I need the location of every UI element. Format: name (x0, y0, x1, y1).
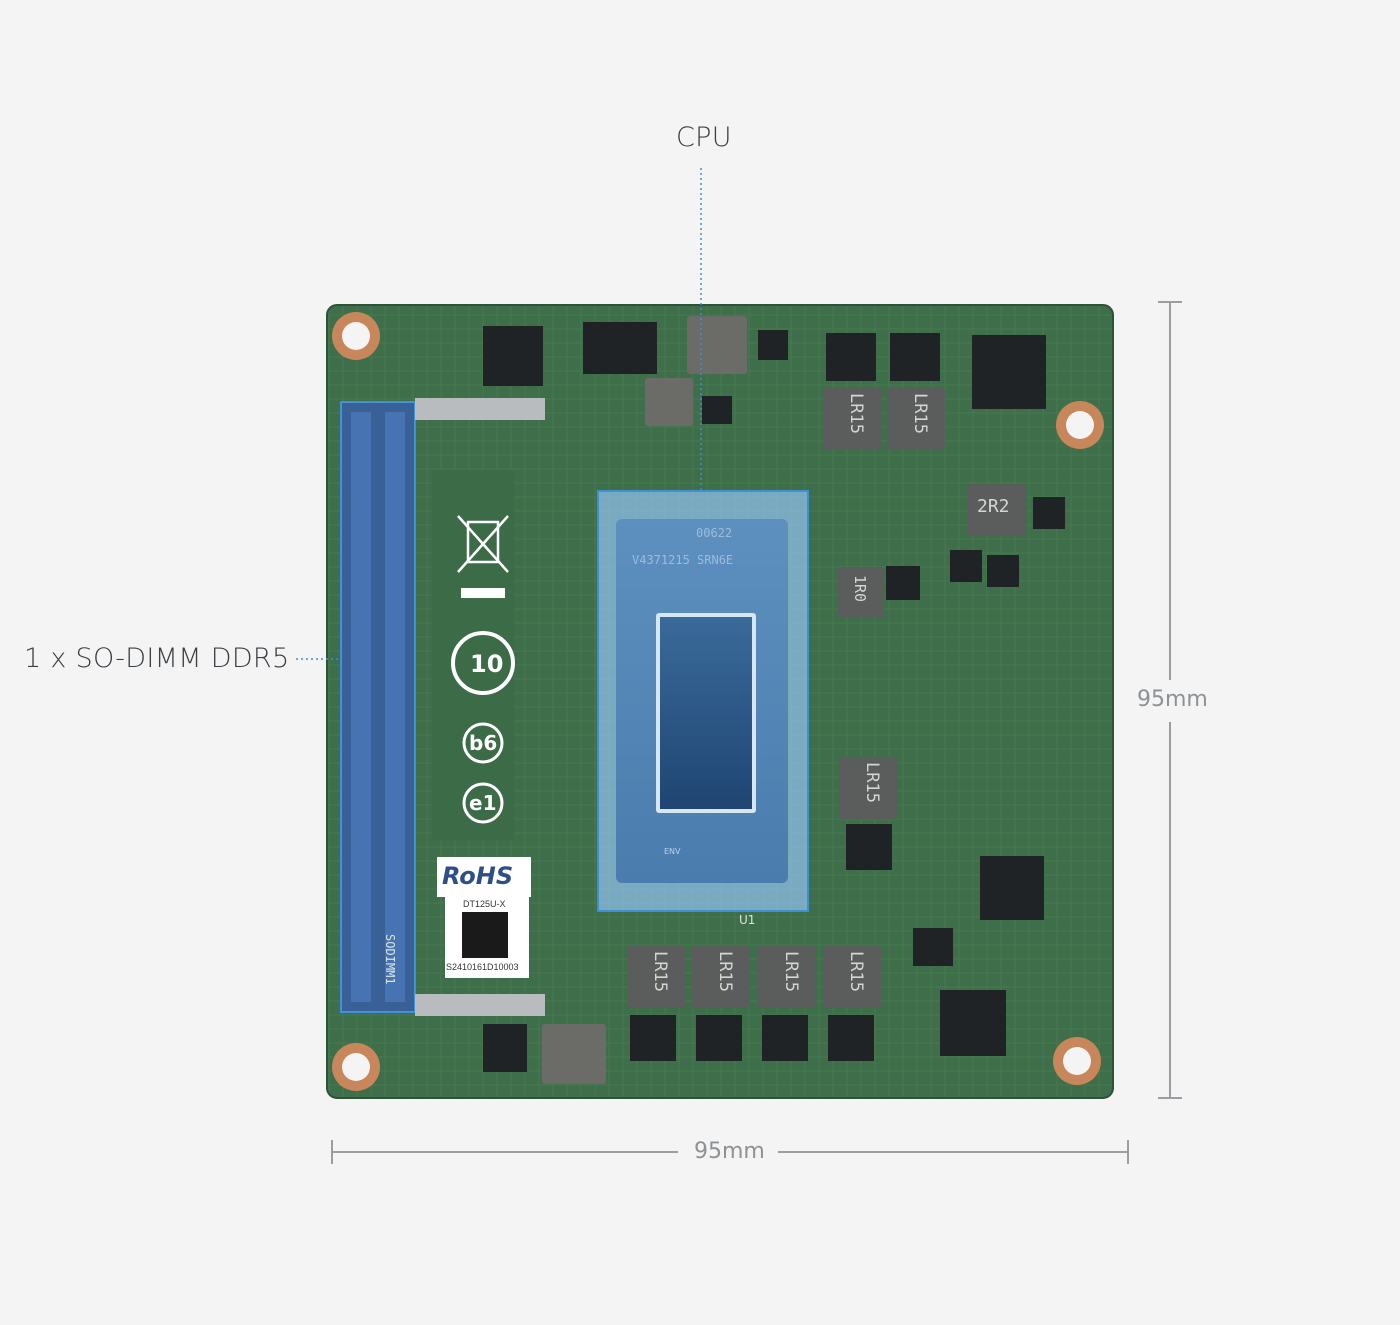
inductor-label-5: LR15 (715, 951, 735, 992)
inductor-label-4: LR15 (650, 951, 670, 992)
cert-b6-text: b6 (469, 731, 498, 755)
inductor-label-2r2: 2R2 (977, 496, 1010, 517)
inductor-label-6: LR15 (781, 951, 801, 992)
chips (483, 322, 1065, 1072)
cpu-ref-marking: U1 (739, 913, 756, 927)
inductor-label-7: LR15 (846, 951, 866, 992)
small-inductor-2 (645, 378, 693, 426)
height-dimension (1158, 301, 1182, 1099)
height-dimension-label: 95mm (1137, 687, 1208, 712)
inductor-group-top (823, 388, 1026, 819)
inductor-label-3: LR15 (862, 762, 882, 803)
memory-callout-label: 1 x SO-DIMM DDR5 (24, 643, 290, 674)
slot-ref-marking: SODIMM1 (383, 934, 397, 985)
inductor-label-1r0: 1R0 (851, 575, 869, 603)
sodimm-slot (340, 398, 545, 1016)
cert-e1-text: e1 (469, 791, 497, 815)
rohs-badge-box (437, 857, 531, 897)
bin-bar (461, 588, 505, 598)
cert-b6-mark (462, 722, 504, 764)
cert-e1-mark (462, 782, 504, 824)
inductor-group-bottom (627, 946, 881, 1008)
small-inductor (687, 316, 747, 374)
model-text: DT125U-X (463, 899, 506, 909)
small-inductor-3 (542, 1024, 606, 1084)
rohs-text: RoHS (442, 862, 514, 890)
qr-code (462, 912, 508, 958)
mounting-holes (332, 312, 1104, 1091)
inductor-label-1: LR15 (846, 393, 866, 434)
cert-10-text: 10 (470, 650, 504, 678)
inductor-label-2: LR15 (910, 393, 930, 434)
cpu-code-marking: V4371215 SRN6E (632, 553, 734, 567)
serial-text: S2410161D10003 (446, 962, 519, 972)
width-dimension-label: 95mm (694, 1139, 765, 1164)
cpu-env-marking: ENV (664, 847, 681, 856)
cpu-package (597, 490, 809, 912)
recycle-bin-mark (457, 515, 509, 573)
width-dimension (331, 1140, 1129, 1164)
cpu-callout-label: CPU (676, 122, 732, 153)
cert-10-mark (451, 631, 515, 695)
cpu-top-marking: 00622 (696, 526, 733, 540)
